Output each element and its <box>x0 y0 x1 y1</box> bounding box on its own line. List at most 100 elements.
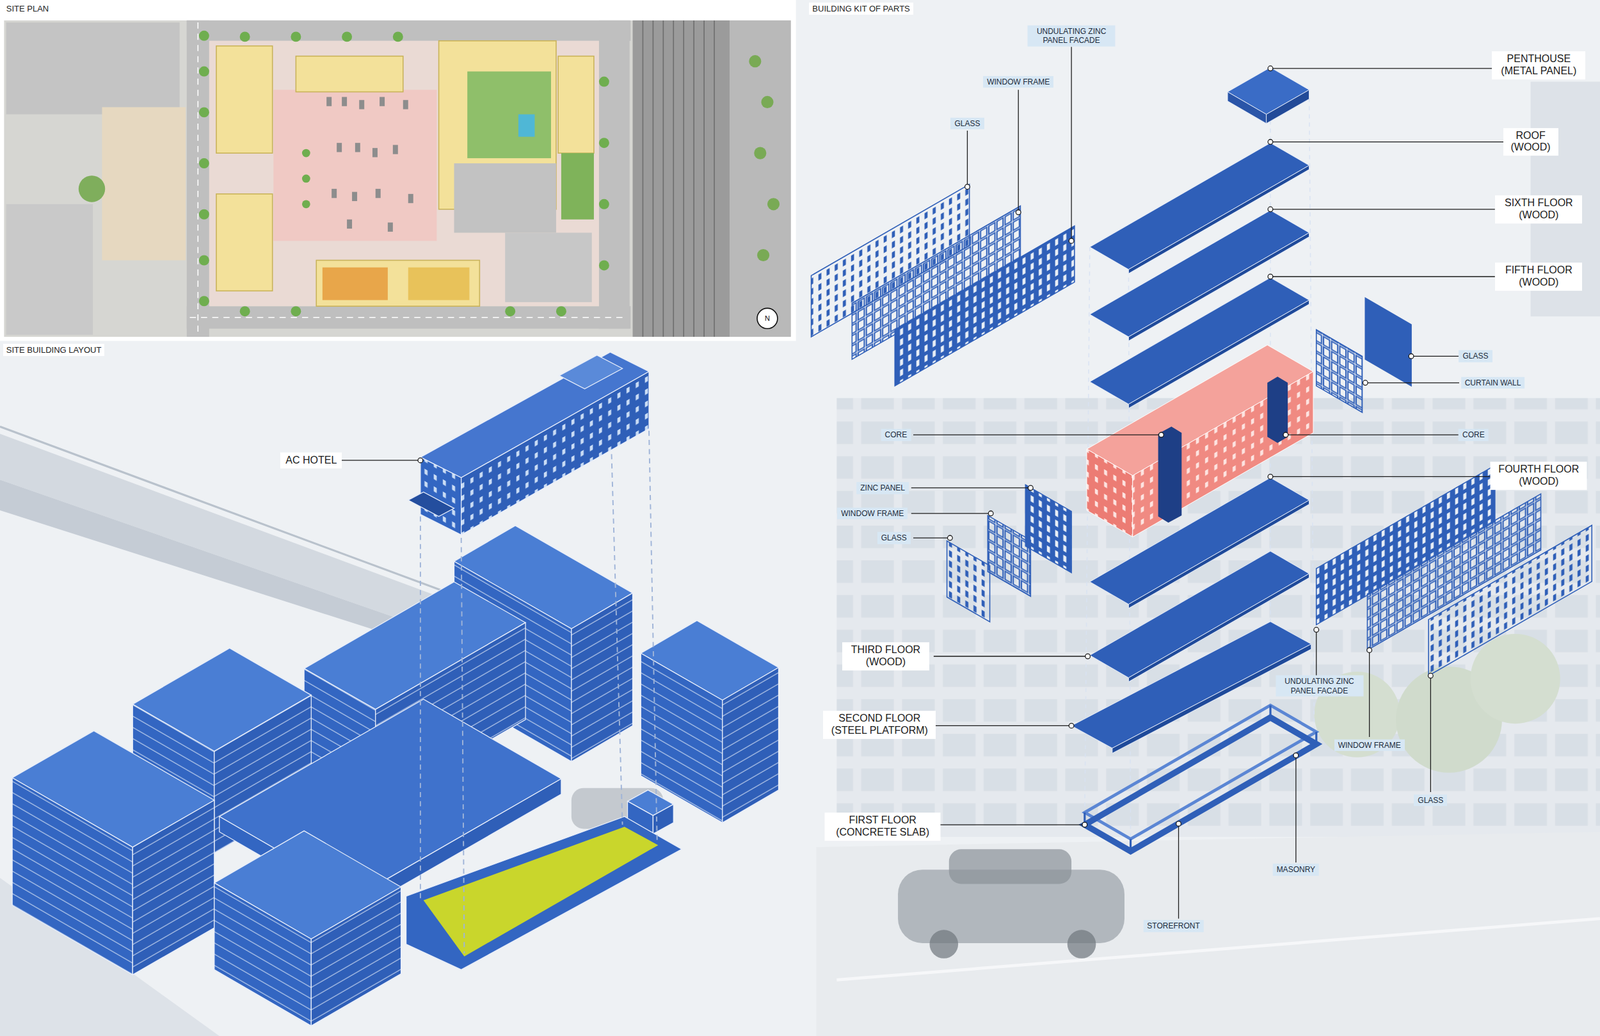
leader-line <box>1270 275 1496 277</box>
track <box>693 20 695 337</box>
leader-line <box>1178 823 1179 918</box>
car <box>372 147 378 157</box>
leader-dot <box>1267 273 1273 280</box>
tree <box>302 199 311 208</box>
plan-building <box>216 46 273 153</box>
part-callout: WINDOW FRAME <box>837 507 908 520</box>
callout-text: WINDOW FRAME <box>1338 740 1401 750</box>
track <box>642 20 644 337</box>
bush <box>757 248 770 262</box>
part-callout: STOREFRONT <box>1143 919 1204 932</box>
site-ground <box>209 40 600 306</box>
tree <box>199 158 210 169</box>
tree <box>599 199 610 210</box>
leader-line <box>1430 675 1432 792</box>
hotel-canopy <box>408 491 455 516</box>
hotel-facade <box>461 371 649 535</box>
part-callout: GLASS <box>1413 794 1448 806</box>
tree <box>199 66 210 77</box>
callout-text: PENTHOUSE (METAL PANEL) <box>1496 53 1581 78</box>
leader-dot <box>1068 723 1074 729</box>
part-callout: CURTAIN WALL <box>1461 376 1526 389</box>
courtyard <box>467 71 552 159</box>
track <box>703 20 705 337</box>
callout-text: GLASS <box>1417 795 1444 805</box>
neighbour-building <box>6 22 180 114</box>
leader-line <box>933 823 1085 825</box>
leader-line <box>1270 208 1496 210</box>
retail <box>322 267 388 301</box>
track <box>713 20 715 337</box>
car <box>341 96 347 106</box>
floor-callout: FIFTH FLOOR (WOOD) <box>1495 262 1583 291</box>
leader-line <box>933 655 1088 656</box>
leader-dot <box>1293 752 1299 758</box>
rail-yard <box>632 20 730 337</box>
glass-panel <box>1428 524 1592 676</box>
hotel-parcel <box>423 826 659 956</box>
leader-dot <box>1082 821 1088 827</box>
glass-panel <box>1316 329 1363 413</box>
leader-dot <box>1408 353 1414 360</box>
part-callout: GLASS <box>950 117 984 130</box>
callout-text: CURTAIN WALL <box>1464 378 1522 388</box>
car <box>403 99 409 109</box>
callout-text: GLASS <box>881 533 907 543</box>
floor-callout: SIXTH FLOOR (WOOD) <box>1495 195 1583 224</box>
wall-face <box>132 800 215 975</box>
leader-line <box>1368 649 1370 736</box>
callout-text: FOURTH FLOOR (WOOD) <box>1495 463 1583 488</box>
callout-text: GLASS <box>1462 351 1488 361</box>
tree <box>1470 633 1561 724</box>
floor-plates <box>1071 477 1312 753</box>
leader-dot <box>1028 485 1034 491</box>
wheel <box>1067 929 1097 959</box>
bush <box>753 147 767 160</box>
floor-callout: PENTHOUSE (METAL PANEL) <box>1491 51 1586 80</box>
wall-face <box>214 882 312 1026</box>
car <box>379 96 385 106</box>
plan-building <box>558 56 594 153</box>
penthouse-side <box>1266 89 1310 124</box>
part-callout: UNDULATING ZINC PANEL FACADE <box>1027 24 1116 47</box>
core <box>1158 426 1183 523</box>
neighbour-building <box>101 106 186 260</box>
leader-lines <box>336 46 1506 918</box>
floor-callout: FIRST FLOOR (CONCRETE SLAB) <box>824 812 941 841</box>
retail <box>408 267 470 301</box>
leader-dot <box>965 184 971 190</box>
callout-text: STOREFRONT <box>1146 920 1200 930</box>
leader-line <box>1070 46 1072 241</box>
grey-building <box>504 232 592 302</box>
leader-line <box>1270 67 1496 69</box>
tree <box>199 295 210 306</box>
leader-dot <box>1367 647 1373 653</box>
tree <box>240 305 251 317</box>
track <box>672 20 674 337</box>
leader-dot <box>1428 672 1434 678</box>
leader-dot <box>1176 821 1182 827</box>
road <box>816 831 1600 1036</box>
building-callout: AC HOTEL <box>280 452 342 469</box>
core <box>1267 376 1288 443</box>
plan-building <box>216 193 273 291</box>
callout-text: FIFTH FLOOR (WOOD) <box>1500 264 1577 289</box>
callout-text: AC HOTEL <box>285 454 337 467</box>
leader-line <box>1295 755 1296 863</box>
drop-line <box>461 537 465 953</box>
wall-face <box>571 592 633 761</box>
car <box>352 192 358 201</box>
leader-dot <box>988 510 994 516</box>
glass-panel <box>947 540 991 622</box>
car <box>346 219 352 229</box>
callout-text: SIXTH FLOOR (WOOD) <box>1500 197 1577 222</box>
leader-line <box>1365 382 1460 383</box>
bushes <box>748 55 780 262</box>
post <box>1315 731 1318 744</box>
ground-plinth <box>406 816 682 969</box>
car <box>355 142 361 152</box>
leader-line <box>1315 629 1317 676</box>
tree <box>290 305 301 317</box>
highway <box>729 20 792 337</box>
post <box>1269 705 1272 718</box>
